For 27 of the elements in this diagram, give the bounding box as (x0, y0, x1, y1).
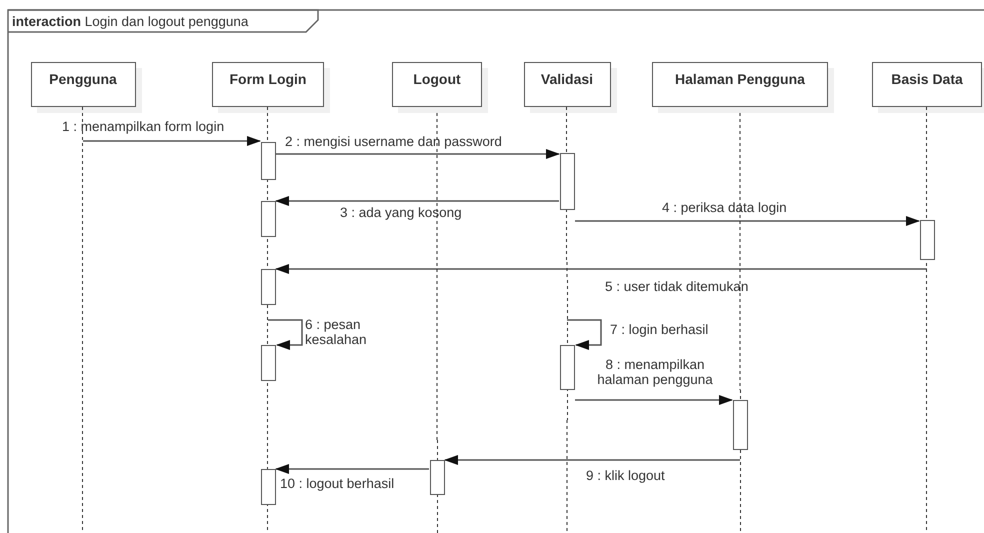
message-arrow (575, 216, 920, 226)
message-label: 2 : mengisi username dan password (285, 134, 502, 149)
participant-name: Pengguna (49, 71, 117, 87)
participant-name: Logout (413, 71, 461, 87)
message-arrow (83, 136, 261, 146)
participant-name: Validasi (540, 71, 594, 87)
message-arrow (567, 319, 602, 350)
message-arrow (444, 455, 740, 465)
message-label: 10 : logout berhasil (280, 476, 394, 491)
message-label: 1 : menampilkan form login (62, 119, 224, 134)
message-label: 6 : pesan kesalahan (305, 317, 367, 347)
message-arrow (275, 464, 429, 474)
message-label: 3 : ada yang kosong (340, 205, 462, 220)
message-arrow (275, 264, 927, 274)
message-label: 9 : klik logout (586, 468, 665, 483)
message-arrow (268, 319, 303, 350)
frame-title: interaction Login dan logout pengguna (12, 14, 248, 29)
message-arrow (276, 149, 560, 159)
message-label: 7 : login berhasil (610, 322, 708, 337)
message-label: 5 : user tidak ditemukan (605, 279, 748, 294)
message-label: 8 : menampilkan halaman pengguna (596, 357, 714, 387)
participant-name: Basis Data (891, 71, 963, 87)
message-arrow (575, 395, 733, 405)
participant-name: Form Login (230, 71, 306, 87)
message-arrow (275, 196, 559, 206)
participant-name: Halaman Pengguna (675, 71, 805, 87)
message-label: 4 : periksa data login (662, 200, 787, 215)
